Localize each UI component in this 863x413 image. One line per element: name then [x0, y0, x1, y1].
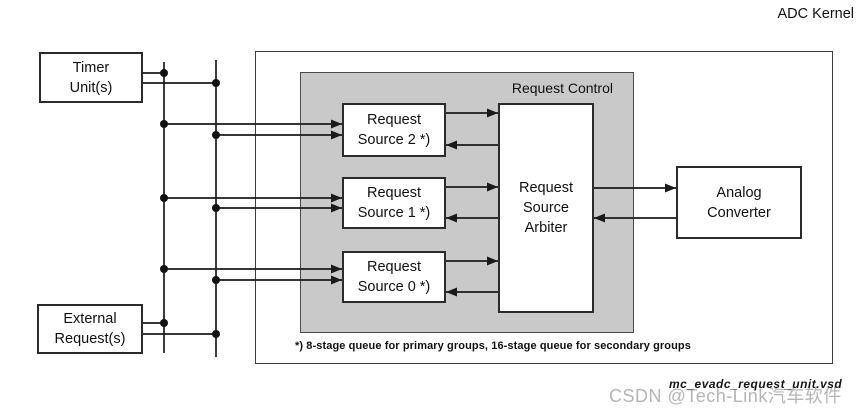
external-request-label-line2: Request(s)	[54, 331, 126, 347]
source-stub-lines	[143, 72, 216, 335]
analog-converter-box: Analog Converter	[676, 166, 802, 239]
arbiter-label-line3: Arbiter	[524, 220, 568, 236]
request-source-0-label-line1: Request	[366, 259, 421, 275]
timer-unit-label-line2: Unit(s)	[69, 79, 113, 96]
arbiter-label-line1: Request	[518, 180, 573, 196]
diagram-filename: mc_evadc_request_unit.vsd	[669, 377, 843, 391]
request-source-2-label-line1: Request	[366, 112, 421, 128]
bus-junction-dots	[160, 69, 220, 338]
request-source-arbiter-box: Request Source Arbiter	[498, 103, 594, 313]
request-source-2-box: Request Source 2 *)	[342, 103, 446, 157]
queue-footnote: *) 8-stage queue for primary groups, 16-…	[295, 340, 691, 352]
adc-kernel-title: ADC Kernel	[777, 6, 854, 22]
timer-unit-label-line1: Timer	[72, 59, 110, 76]
analog-converter-label-line2: Converter	[707, 204, 771, 221]
request-source-1-box: Request Source 1 *)	[342, 177, 446, 229]
csdn-watermark: CSDN @Tech-Link汽车软件	[609, 386, 842, 406]
vertical-bus-lines	[163, 60, 217, 357]
request-source-1-label-line2: Source 1 *)	[357, 205, 431, 221]
timer-unit-box: Timer Unit(s)	[39, 52, 143, 103]
external-request-box: External Request(s)	[37, 304, 143, 354]
request-source-0-box: Request Source 0 *)	[342, 251, 446, 303]
request-control-title: Request Control	[511, 80, 613, 96]
arbiter-label-line2: Source	[523, 200, 569, 216]
analog-converter-label-line1: Analog	[716, 184, 762, 201]
request-source-2-label-line2: Source 2 *)	[357, 132, 431, 148]
request-source-1-label-line1: Request	[366, 185, 421, 201]
request-source-0-label-line2: Source 0 *)	[357, 279, 431, 295]
external-request-label-line1: External	[63, 311, 117, 327]
